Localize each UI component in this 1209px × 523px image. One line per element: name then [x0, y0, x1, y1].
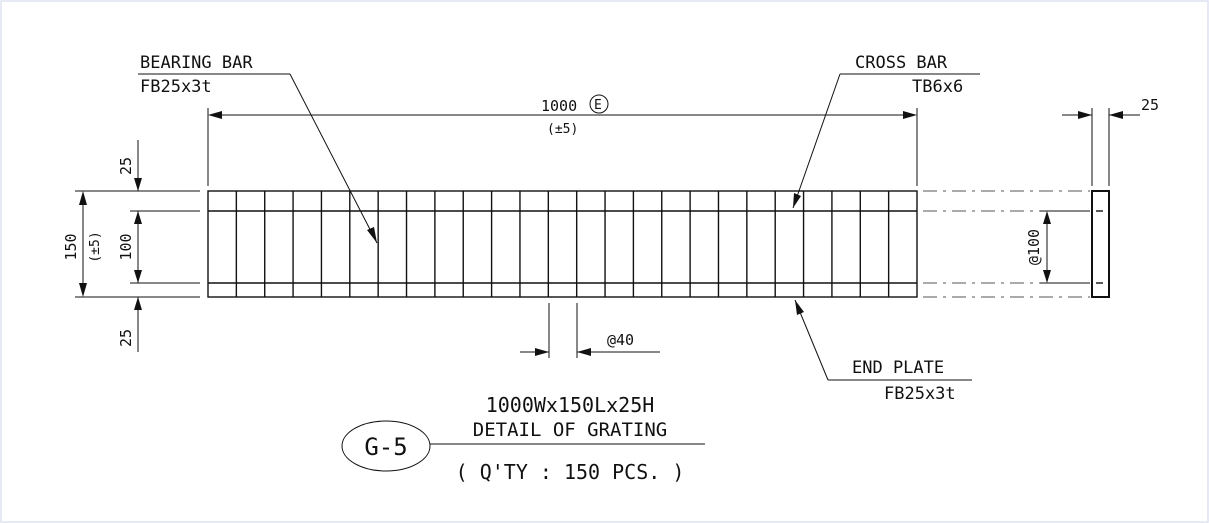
- end-plate-title: END PLATE: [852, 358, 944, 378]
- height-dimensions: [79, 140, 142, 352]
- top-margin-value: 25: [117, 157, 135, 175]
- grating-body: [207, 190, 918, 298]
- side-view: 25: [1040, 96, 1159, 298]
- quantity-note: ( Q'TY : 150 PCS. ): [456, 460, 685, 484]
- drawing-title: DETAIL OF GRATING: [473, 419, 667, 441]
- tag-bubble: [341, 420, 431, 472]
- cross-bars: [235, 191, 890, 297]
- side-thickness-value: 25: [1141, 96, 1159, 114]
- end-plate-spec: FB25x3t: [884, 384, 956, 404]
- width-mark: E: [594, 98, 602, 113]
- bearing-bar-spec: FB25x3t: [140, 77, 212, 97]
- end-plate-callout: END PLATE FB25x3t: [794, 299, 972, 404]
- side-pitch-value: @100: [1025, 229, 1043, 265]
- height-tolerance: (±5): [88, 231, 103, 262]
- pitch-dimension: @40: [520, 303, 660, 358]
- bearing-bar-title: BEARING BAR: [140, 53, 253, 73]
- cross-bar-callout: CROSS BAR TB6x6: [792, 53, 980, 209]
- grating-size: 1000Wx150Lx25H: [486, 393, 655, 417]
- width-dimension: 1000 E (±5): [207, 94, 918, 186]
- inner-height-value: 100: [117, 233, 135, 260]
- bearing-bar-callout: BEARING BAR FB25x3t: [138, 53, 378, 244]
- pitch-value: @40: [607, 331, 634, 349]
- width-value: 1000: [541, 97, 577, 115]
- cross-bar-title: CROSS BAR: [855, 53, 948, 73]
- bottom-margin-value: 25: [117, 329, 135, 347]
- height-value: 150: [62, 233, 80, 260]
- cross-bar-spec: TB6x6: [912, 77, 963, 97]
- title-block: G-5 1000Wx150Lx25H DETAIL OF GRATING ( Q…: [341, 393, 705, 484]
- drawing-tag: G-5: [364, 433, 407, 461]
- width-tolerance: (±5): [547, 122, 578, 137]
